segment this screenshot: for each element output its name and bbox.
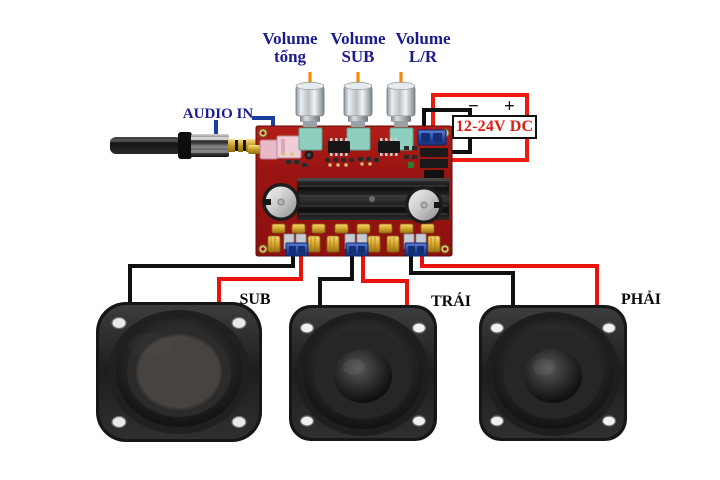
sub-speaker <box>96 302 262 442</box>
left-speaker <box>289 305 437 441</box>
right-wire-red <box>420 256 599 308</box>
label-speaker-right: PHẢI <box>621 291 661 308</box>
power-wire-black <box>422 108 472 154</box>
right-wire-black <box>409 256 515 308</box>
opamp-ics <box>328 138 400 156</box>
volume-sub-knob <box>343 82 373 127</box>
sub-speaker-mounting-holes <box>111 316 247 429</box>
right-speaker-mounting-holes <box>489 322 617 427</box>
power-terminal-block <box>417 129 447 146</box>
right-speaker <box>479 305 627 441</box>
power-plus-sign: + <box>504 96 515 117</box>
label-volume-lr: Volume L/R <box>395 29 451 66</box>
smd-components <box>286 146 417 167</box>
main-capacitors <box>262 183 443 224</box>
volume-master-knob <box>295 82 325 127</box>
power-supply-label: 12-24V DC <box>452 115 537 139</box>
power-wire-group <box>422 93 529 162</box>
label-volume-master: Volume tổng <box>262 29 318 66</box>
sub-wire-black <box>128 256 295 305</box>
sub-wire-red <box>217 256 303 305</box>
power-minus-sign: − <box>468 96 479 117</box>
volume-knobs[interactable] <box>295 82 416 127</box>
left-wire-red <box>361 256 409 308</box>
label-volume-sub: Volume SUB <box>330 29 386 66</box>
label-speaker-sub: SUB <box>239 291 271 308</box>
speaker-wire-group <box>128 256 599 308</box>
volume-lr-knob <box>386 82 416 127</box>
amplifier-board <box>248 125 453 257</box>
left-speaker-mounting-holes <box>299 322 427 427</box>
label-speaker-left: TRÁI <box>430 293 471 310</box>
speaker-output-terminals <box>285 242 428 257</box>
solder-pads <box>282 152 372 167</box>
label-audio-in: AUDIO IN <box>182 106 254 122</box>
audio-jack-plug <box>110 132 258 159</box>
left-wire-black <box>318 256 354 308</box>
